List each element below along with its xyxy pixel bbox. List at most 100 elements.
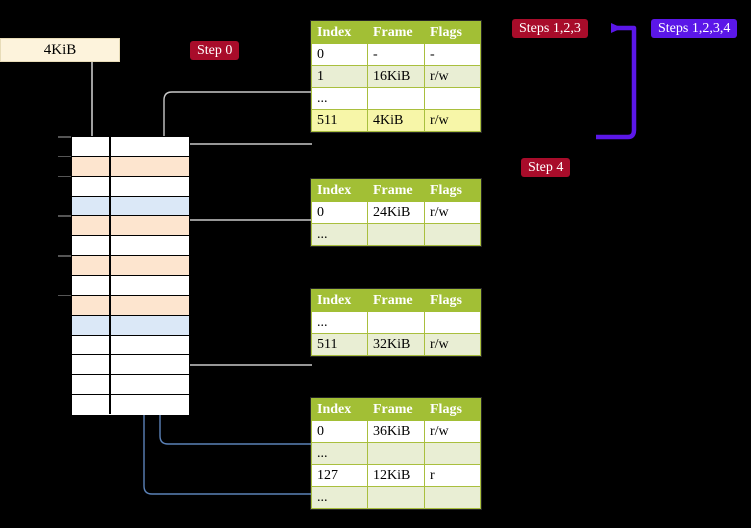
cell-flags: - [424,43,481,66]
memory-frame-row [72,295,189,316]
column-header-flags: Flags [424,289,481,312]
cell-flags [424,486,481,509]
memory-frame-row [72,335,189,356]
cell-frame: 4KiB [367,109,425,132]
table-row[interactable]: ... [311,87,481,110]
cell-index: 0 [311,43,368,66]
cell-frame: 12KiB [367,464,425,487]
cell-index: ... [311,223,368,246]
cell-index: ... [311,87,368,110]
violet-bracket-arrow [596,23,637,140]
badge-step-4: Step 4 [521,158,571,177]
table-row[interactable]: ... [311,442,481,465]
memory-grid-divider [109,136,111,414]
cell-index: ... [311,486,368,509]
cell-frame [367,311,425,334]
column-header-index: Index [311,179,368,202]
source-size-label: 4KiB [43,41,77,58]
table-row[interactable]: 0-- [311,43,481,66]
cell-frame [367,442,425,465]
column-header-flags: Flags [424,179,481,202]
column-header-frame: Frame [367,398,425,421]
cell-index: 1 [311,65,368,88]
column-header-index: Index [311,398,368,421]
wire-table2-row0 [175,219,312,262]
badge-step-0-label: Step 0 [197,43,233,58]
memory-grid-tick [58,215,71,217]
cell-index: 0 [311,420,368,443]
cell-index: 511 [311,109,368,132]
badge-steps-1234: Steps 1,2,3,4 [651,19,738,38]
cell-flags: r/w [424,65,481,88]
memory-frame-row [72,236,189,257]
cell-flags [424,311,481,334]
wire-table1-row1 [175,143,312,160]
cell-frame: 32KiB [367,333,425,356]
memory-frame-row [72,216,189,237]
cell-index: ... [311,311,368,334]
memory-grid-tick [58,294,71,297]
cell-frame: 36KiB [367,420,425,443]
column-header-index: Index [311,289,368,312]
wire-table3-row511 [175,304,312,366]
cell-flags: r/w [424,333,481,356]
cell-frame [367,87,425,110]
badge-steps-123: Steps 1,2,3 [512,19,588,38]
memory-grid-tick [58,255,71,257]
memory-frame-row [72,256,189,276]
memory-frame-row [72,176,189,197]
memory-grid-tick [58,155,71,158]
cell-flags: r/w [424,420,481,443]
column-header-index: Index [311,21,368,44]
memory-grid-tick [58,136,71,138]
memory-frame-row [72,156,189,177]
memory-frame-row [72,315,189,336]
memory-frame-row [72,137,189,157]
memory-frame-row [72,375,189,396]
cell-frame: - [367,43,425,66]
table-row[interactable]: ... [311,223,481,246]
cell-flags [424,223,481,246]
cell-index: 511 [311,333,368,356]
column-header-flags: Flags [424,21,481,44]
cell-frame: 16KiB [367,65,425,88]
source-size-box: 4KiB [0,38,120,62]
badge-steps-123-label: Steps 1,2,3 [519,21,581,36]
cell-flags: r [424,464,481,487]
column-header-frame: Frame [367,21,425,44]
cell-index: 0 [311,201,368,224]
memory-frame-row [72,276,189,296]
cell-index: ... [311,442,368,465]
badge-step-0: Step 0 [190,41,240,60]
badge-steps-1234-label: Steps 1,2,3,4 [658,21,731,36]
memory-frame-row [72,355,189,376]
cell-frame [367,223,425,246]
column-header-flags: Flags [424,398,481,421]
table-row[interactable]: ... [311,486,481,509]
memory-frame-row [72,395,189,415]
cell-flags: r/w [424,201,481,224]
table-row[interactable]: ... [311,311,481,334]
cell-flags [424,442,481,465]
cell-frame: 24KiB [367,201,425,224]
cell-flags: r/w [424,109,481,132]
memory-frame-row [72,196,189,217]
column-header-frame: Frame [367,289,425,312]
physical-memory-grid [71,136,190,415]
cell-flags [424,87,481,110]
cell-index: 127 [311,464,368,487]
